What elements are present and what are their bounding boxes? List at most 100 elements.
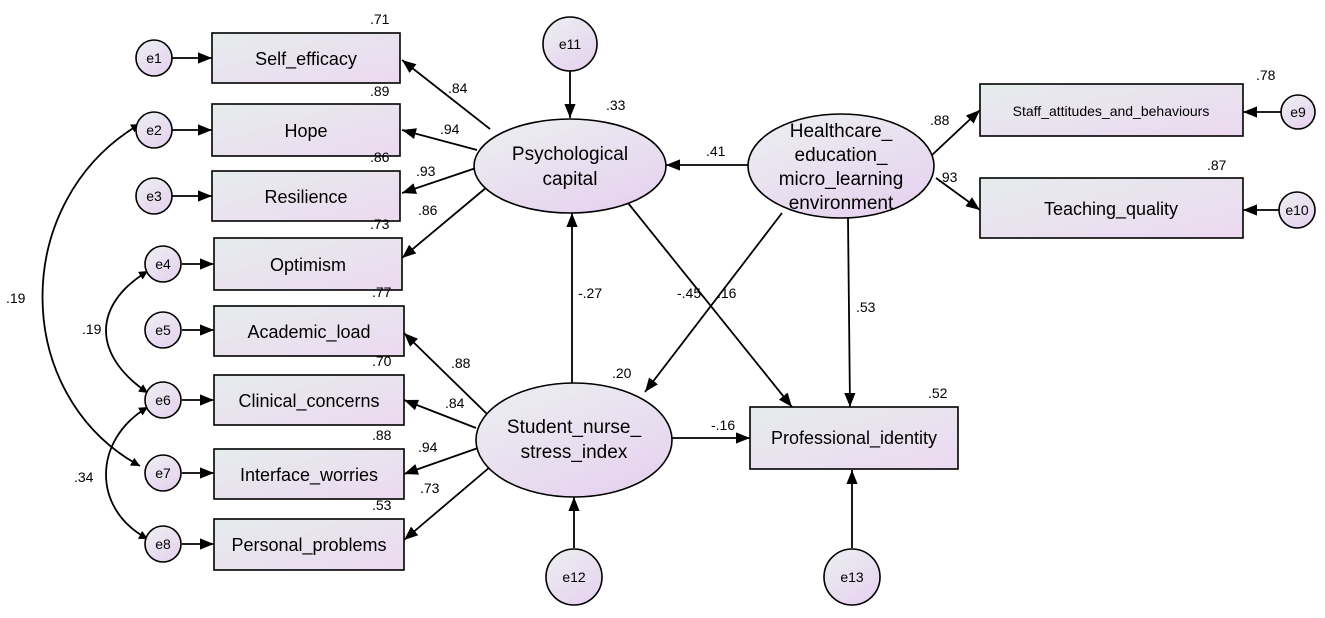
r2-resilience: .86 xyxy=(370,149,390,165)
r2-personal-problems: .53 xyxy=(372,497,392,513)
covariance-e4-e6 xyxy=(105,270,149,394)
box-optimism-label: Optimism xyxy=(270,255,346,275)
error-e9-label: e9 xyxy=(1290,104,1306,120)
r2-teaching-quality: .87 xyxy=(1207,157,1227,173)
error-e6: e6 xyxy=(144,381,182,419)
error-e13: e13 xyxy=(823,548,881,606)
loading-pc-hope: .94 xyxy=(440,121,460,137)
path-sn-pc: -.27 xyxy=(578,285,602,301)
error-e7: e7 xyxy=(144,454,182,492)
latent-psychological-capital: Psychological capital xyxy=(473,118,667,214)
edge-pc-resilience xyxy=(401,167,477,194)
latent-healthcare-environment-line-4: environment xyxy=(789,193,894,214)
latent-healthcare-environment: Healthcare_ education_ micro_learning en… xyxy=(747,113,935,219)
r2-professional-identity: .52 xyxy=(928,385,948,401)
edge-pc-optimism xyxy=(401,186,488,259)
covariance-e2-e7 xyxy=(41,123,141,467)
edge-pc-hope xyxy=(401,128,478,151)
edge-sn-interface xyxy=(403,447,479,475)
latent-healthcare-environment-line-3: micro_learning xyxy=(779,169,904,190)
r2-clinical-concerns: .70 xyxy=(372,353,392,369)
path-pc-pi: .16 xyxy=(717,285,737,301)
error-e4-label: e4 xyxy=(155,256,171,272)
loading-env-teaching: .93 xyxy=(938,169,958,185)
loading-pc-resilience: .93 xyxy=(416,163,436,179)
covariance-label-e4-e6: .19 xyxy=(82,321,102,337)
box-teaching-quality: Teaching_quality xyxy=(979,177,1244,239)
box-self-efficacy: Self_efficacy xyxy=(211,32,401,84)
box-personal-problems: Personal_problems xyxy=(213,518,405,571)
error-e12-label: e12 xyxy=(562,569,586,585)
latent-healthcare-environment-line-1: Healthcare_ xyxy=(790,121,893,142)
box-professional-identity: Professional_identity xyxy=(749,406,959,470)
box-staff-attitudes-label: Staff_attitudes_and_behaviours xyxy=(1013,103,1210,119)
edge-env-teaching xyxy=(935,177,981,211)
path-env-pc: .41 xyxy=(706,143,726,159)
box-staff-attitudes: Staff_attitudes_and_behaviours xyxy=(979,83,1244,137)
path-env-pi: .53 xyxy=(856,299,876,315)
loading-pc-self-efficacy: .84 xyxy=(448,80,468,96)
box-optimism: Optimism xyxy=(213,237,403,291)
loading-sn-clinical: .84 xyxy=(445,395,465,411)
edge-sn-academic xyxy=(403,332,488,415)
box-clinical-concerns-label: Clinical_concerns xyxy=(238,391,379,412)
edge-env-staff xyxy=(931,109,981,156)
error-e7-label: e7 xyxy=(155,465,171,481)
box-teaching-quality-label: Teaching_quality xyxy=(1044,199,1178,220)
edge-sn-clinical xyxy=(403,399,477,429)
error-e3: e3 xyxy=(135,177,173,215)
loading-sn-academic: .88 xyxy=(451,355,471,371)
error-e10-label: e10 xyxy=(1285,202,1309,218)
r2-interface-worries: .88 xyxy=(372,427,392,443)
error-e6-label: e6 xyxy=(155,392,171,408)
edge-env-pi xyxy=(844,217,856,408)
r2-hope: .89 xyxy=(370,83,390,99)
latent-stress-index-line-2: stress_index xyxy=(521,442,628,463)
covariance-e6-e8 xyxy=(105,406,149,540)
error-e8-label: e8 xyxy=(155,536,171,552)
r2-self-efficacy: .71 xyxy=(370,11,390,27)
error-e12: e12 xyxy=(545,548,603,606)
box-self-efficacy-label: Self_efficacy xyxy=(255,49,357,70)
error-e10: e10 xyxy=(1278,191,1316,229)
error-e1-label: e1 xyxy=(146,50,162,66)
error-e11-label: e11 xyxy=(559,36,582,52)
loading-pc-optimism: .86 xyxy=(418,202,438,218)
error-e5: e5 xyxy=(144,311,182,349)
error-e3-label: e3 xyxy=(146,188,162,204)
error-e13-label: e13 xyxy=(840,569,864,585)
edge-pc-pi xyxy=(627,202,793,408)
r2-psychological-capital: .33 xyxy=(606,97,626,113)
latent-stress-index: Student_nurse_ stress_index xyxy=(475,382,673,498)
box-academic-load-label: Academic_load xyxy=(247,322,370,343)
error-e5-label: e5 xyxy=(155,322,171,338)
error-e9: e9 xyxy=(1280,94,1316,130)
box-personal-problems-label: Personal_problems xyxy=(231,535,386,556)
box-resilience-label: Resilience xyxy=(264,187,347,207)
r2-staff-attitudes: .78 xyxy=(1256,67,1276,83)
edge-pc-self-efficacy xyxy=(401,59,491,130)
latent-stress-index-line-1: Student_nurse_ xyxy=(507,417,642,438)
box-clinical-concerns: Clinical_concerns xyxy=(213,374,405,426)
latent-healthcare-environment-line-2: education_ xyxy=(795,145,888,166)
box-academic-load: Academic_load xyxy=(213,305,405,357)
box-interface-worries: Interface_worries xyxy=(213,448,405,500)
edge-env-sn xyxy=(644,212,783,393)
latent-psychological-capital-line-1: Psychological xyxy=(512,144,628,165)
error-e4: e4 xyxy=(144,245,182,283)
edge-sn-personal xyxy=(403,466,491,541)
box-professional-identity-label: Professional_identity xyxy=(771,428,937,449)
error-e2-label: e2 xyxy=(146,122,162,138)
path-env-sn: -.45 xyxy=(677,285,701,301)
path-sn-pi: -.16 xyxy=(711,417,735,433)
loading-sn-interface: .94 xyxy=(418,439,438,455)
box-resilience: Resilience xyxy=(211,170,401,222)
r2-optimism: .73 xyxy=(370,216,390,232)
covariance-label-e6-e8: .34 xyxy=(74,469,94,485)
latent-psychological-capital-line-2: capital xyxy=(543,169,598,190)
loading-sn-personal: .73 xyxy=(420,480,440,496)
r2-academic-load: .77 xyxy=(372,284,392,300)
error-e8: e8 xyxy=(144,525,182,563)
box-hope: Hope xyxy=(211,103,401,157)
